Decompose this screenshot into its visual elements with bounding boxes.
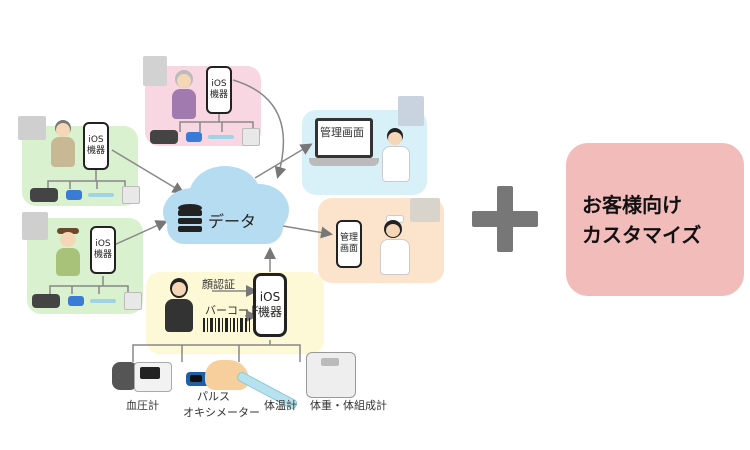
scale-label: 体重・体組成計: [310, 399, 387, 412]
admin-pc-label: 管理画面: [320, 126, 364, 139]
blood-pressure-monitor-icon: [112, 356, 172, 392]
mini-devices-facility: [32, 292, 142, 310]
customization-line-2: カスタマイズ: [582, 222, 702, 247]
house-icon: [18, 116, 46, 140]
customization-box: お客様向け カスタマイズ: [566, 143, 744, 296]
cloud-label: データ: [208, 212, 257, 231]
arrow-home-to-cloud: [111, 149, 185, 194]
database-icon: [178, 204, 202, 232]
arrow-cloud-to-admin-phone: [282, 225, 333, 239]
apartment-icon: [143, 56, 167, 86]
nurse-icon: [378, 215, 410, 275]
face-auth-label: 顔認証: [202, 278, 235, 291]
hospital-icon: [398, 96, 424, 126]
laptop-icon: 管理画面: [309, 118, 379, 168]
pulse-oximeter-icon: [186, 372, 210, 386]
arrow-cloud-to-pc: [254, 143, 313, 179]
admin-phone-icon: 管理画面: [336, 220, 362, 268]
arrow-facility-to-cloud: [113, 220, 168, 246]
oximeter-label-1: パルス: [197, 390, 230, 403]
oximeter-label-2: オキシメーター: [183, 406, 260, 419]
mini-devices-woman: [150, 128, 260, 146]
barcode-label: バーコード: [205, 304, 260, 317]
mini-devices-home: [30, 186, 140, 204]
woman-icon: [163, 278, 195, 334]
doctor-icon: [380, 128, 410, 184]
thermometer-label: 体温計: [264, 399, 297, 412]
elderly-man-cane-icon: [54, 228, 82, 278]
scale-icon: [306, 352, 356, 398]
blood-pressure-label: 血圧計: [126, 399, 159, 412]
elderly-man-home-icon: [50, 120, 76, 170]
barcode-icon: [203, 318, 250, 332]
elderly-woman-icon: [170, 70, 198, 122]
arrow-woman-to-cloud: [232, 79, 287, 179]
care-facility-icon: [410, 198, 440, 222]
building-icon: [22, 212, 48, 240]
plus-icon: [472, 186, 538, 252]
customization-line-1: お客様向け: [582, 192, 682, 217]
